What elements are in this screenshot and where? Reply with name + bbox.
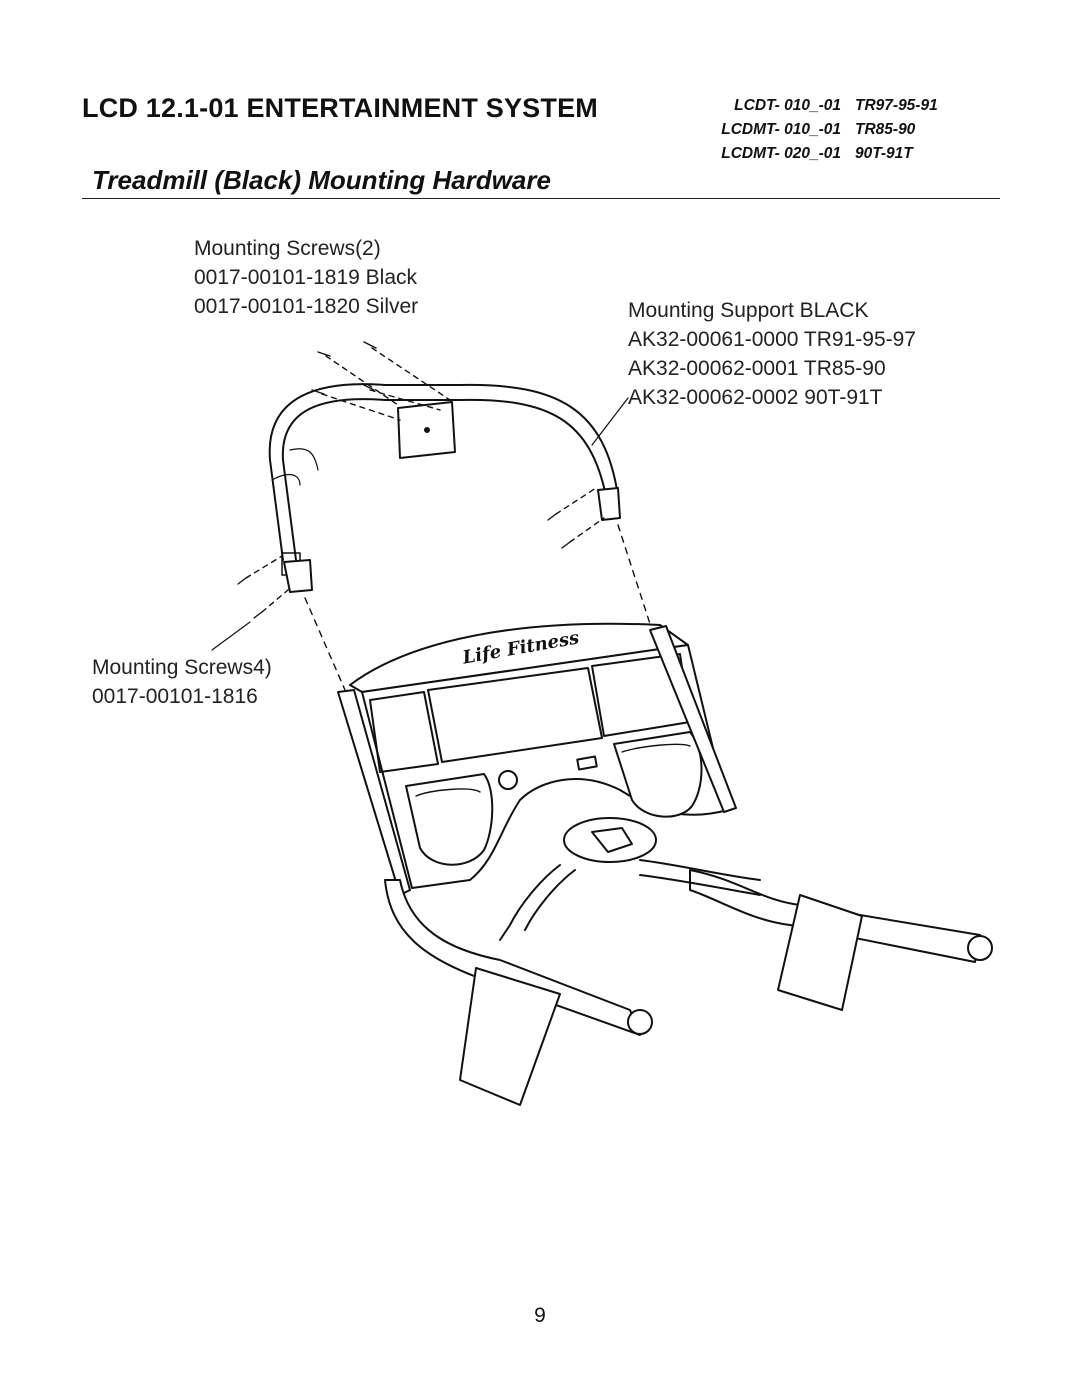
callout-line: AK32-00061-0000 TR91-95-97 (628, 328, 916, 351)
callout-side-screws: Mounting Screws4) 0017-00101-1816 (92, 653, 272, 711)
model-code: LCDMT- 010_-01 (721, 121, 841, 138)
model-code: LCDT- 010_-01 (734, 97, 841, 114)
callout-line: AK32-00062-0002 90T-91T (628, 386, 883, 409)
callout-line: AK32-00062-0001 TR85-90 (628, 357, 886, 380)
top-mounting-screws (311, 341, 451, 421)
model-series: TR97-95-91 (855, 97, 938, 114)
document-subtitle: Treadmill (Black) Mounting Hardware (92, 165, 551, 195)
callout-line: Mounting Screws(2) (194, 237, 381, 260)
treadmill-console: Life Fitness (337, 622, 737, 896)
model-series: TR85-90 (855, 121, 916, 138)
side-mounting-screws (237, 487, 653, 691)
mounting-support-arch (268, 383, 621, 593)
document-title: LCD 12.1-01 ENTERTAINMENT SYSTEM (82, 93, 598, 123)
callout-leaders (211, 397, 629, 651)
callout-line: 0017-00101-1820 Silver (194, 295, 419, 318)
page-number: 9 (534, 1304, 546, 1327)
model-list: LCDT- 010_-01 TR97-95-91 LCDMT- 010_-01 … (680, 94, 970, 166)
header-divider (82, 198, 1000, 199)
callout-line: Mounting Support BLACK (628, 299, 869, 322)
model-row: LCDT- 010_-01 TR97-95-91 (680, 94, 970, 118)
callout-line: 0017-00101-1816 (92, 685, 258, 708)
model-row: LCDMT- 020_-01 90T-91T (680, 142, 970, 166)
model-code: LCDMT- 020_-01 (721, 145, 841, 162)
model-row: LCDMT- 010_-01 TR85-90 (680, 118, 970, 142)
callout-line: Mounting Screws4) (92, 656, 272, 679)
model-series: 90T-91T (855, 145, 913, 162)
callout-mounting-support: Mounting Support BLACK AK32-00061-0000 T… (628, 296, 916, 412)
treadmill-handlebars (384, 817, 993, 1106)
callout-line: 0017-00101-1819 Black (194, 266, 418, 289)
callout-top-screws: Mounting Screws(2) 0017-00101-1819 Black… (194, 234, 418, 321)
